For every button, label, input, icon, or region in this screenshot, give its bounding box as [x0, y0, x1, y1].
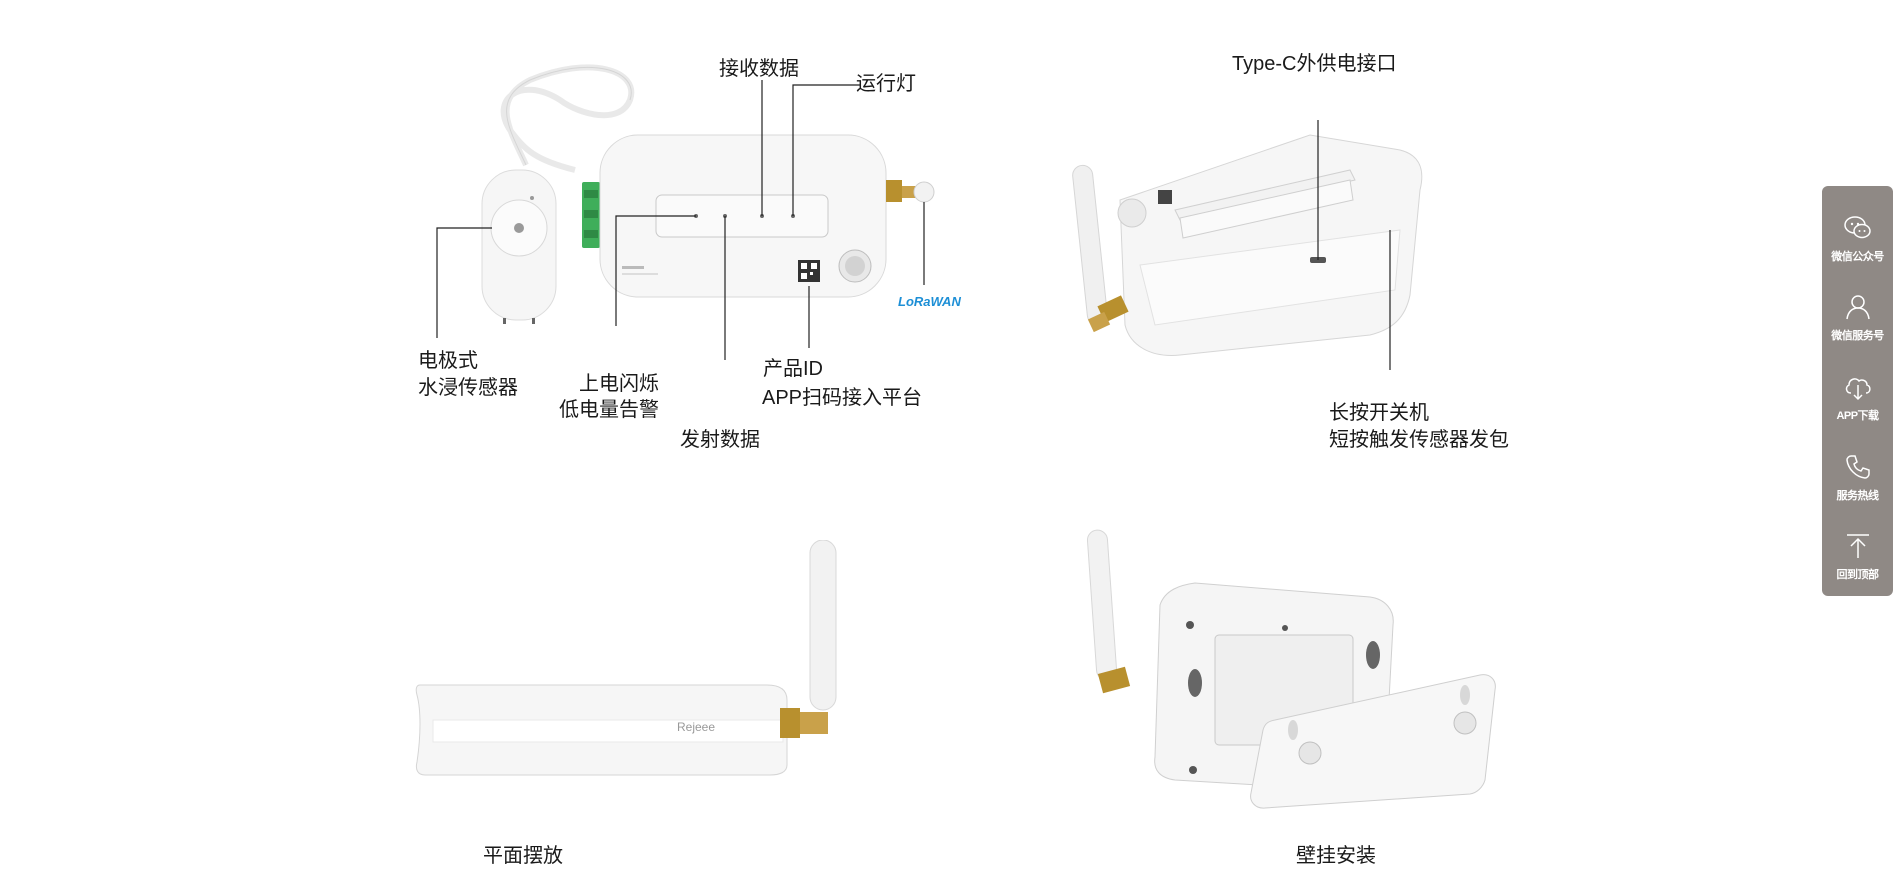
label-switch-line1: 长按开关机 [1329, 402, 1429, 424]
device-angle-view [1070, 80, 1430, 380]
sidebar-item-label: 微信服务号 [1831, 330, 1884, 343]
sidebar-item-label: 服务热线 [1836, 489, 1880, 502]
label-typec-port: Type-C外供电接口 [1232, 53, 1397, 75]
device-flat-illustration [415, 539, 837, 776]
floating-sidebar: 微信公众号 微信服务号 APP下载 服务热线 回到顶部 [1822, 186, 1893, 596]
sidebar-item-hotline[interactable]: 服务热线 [1822, 437, 1893, 517]
lorawan-logo: LoRaWAN [898, 294, 961, 309]
label-switch-line2: 短按触发传感器发包 [1329, 429, 1509, 451]
cloud-download-icon [1845, 378, 1871, 401]
device-angle-illustration [1072, 80, 1423, 370]
flat-brand-text: Rejeee [677, 720, 716, 734]
sidebar-item-label: 微信公众号 [1831, 250, 1884, 263]
caption-flat-placement: 平面摆放 [483, 845, 563, 867]
caption-wall-mount: 壁挂安装 [1296, 845, 1376, 867]
sidebar-item-wechat-official[interactable]: 微信公众号 [1822, 198, 1893, 278]
label-run-light: 运行灯 [856, 73, 916, 95]
device-wall-mount-illustration [1086, 529, 1496, 809]
sidebar-item-wechat-service[interactable]: 微信服务号 [1822, 278, 1893, 358]
user-icon [1845, 295, 1870, 320]
sidebar-item-label: 回到顶部 [1836, 569, 1880, 582]
back-to-top-icon [1846, 534, 1869, 559]
label-send-data: 发射数据 [680, 429, 760, 451]
label-app-scan: APP扫码接入平台 [762, 387, 923, 409]
label-product-id: 产品ID [763, 358, 823, 380]
sidebar-item-app-download[interactable]: APP下载 [1822, 357, 1893, 437]
label-power-line2: 低电量告警 [559, 399, 659, 421]
phone-icon [1845, 454, 1870, 479]
device-wall-mount-view [1085, 525, 1515, 815]
wechat-icon [1843, 216, 1871, 239]
sidebar-item-label: APP下载 [1836, 409, 1879, 422]
label-electrode-line2: 水浸传感器 [418, 377, 518, 399]
label-receive-data: 接收数据 [719, 58, 799, 80]
sidebar-item-back-to-top[interactable]: 回到顶部 [1822, 516, 1893, 596]
device-front-view: LoRaWAN [400, 30, 980, 450]
label-electrode-line1: 电极式 [418, 350, 478, 372]
label-power-line1: 上电闪烁 [579, 373, 659, 395]
device-front-illustration [436, 64, 935, 360]
device-flat-view: Rejeee [415, 539, 845, 780]
